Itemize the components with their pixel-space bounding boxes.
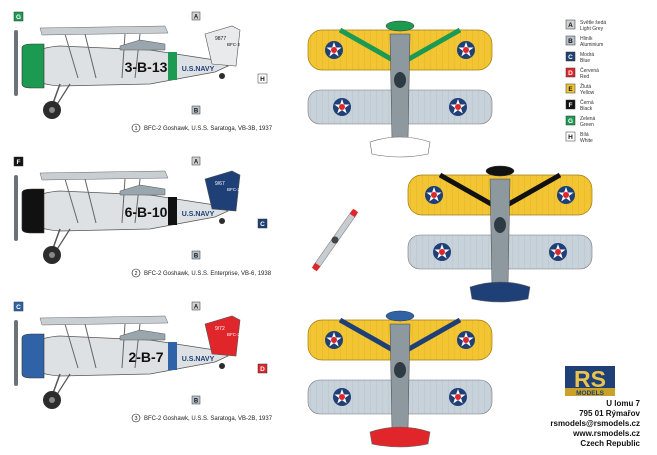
nose-cowling bbox=[21, 188, 45, 234]
svg-text:A: A bbox=[194, 160, 199, 166]
legend-czech: Červená bbox=[580, 67, 599, 74]
tail-model: BFC-2 bbox=[227, 187, 240, 192]
tail-fin bbox=[204, 170, 241, 212]
legend-code: A bbox=[568, 22, 573, 29]
svg-text:F: F bbox=[17, 159, 21, 166]
profile-caption: BFC-2 Goshawk, U.S.S. Saratoga, VB-3B, 1… bbox=[144, 126, 273, 132]
profile-caption: BFC-2 Goshawk, U.S.S. Enterprise, VB-6, … bbox=[144, 271, 272, 277]
top-view-2: 10 bbox=[407, 165, 593, 303]
logo-word: MODELS bbox=[576, 390, 604, 397]
top-view-3: 7 bbox=[307, 310, 493, 448]
fuselage-marking: 3-B-13 bbox=[125, 59, 168, 75]
fuselage-marking: 6-B-10 bbox=[125, 204, 168, 220]
svg-text:C: C bbox=[16, 304, 21, 311]
rs-models-logo: RS MODELS bbox=[565, 366, 615, 397]
legend-code: D bbox=[568, 70, 573, 77]
nose-cowling bbox=[21, 43, 45, 89]
profile-number: 3 bbox=[134, 416, 137, 422]
tail-color-code: D bbox=[257, 363, 268, 374]
tail-model: BFC-2 bbox=[227, 332, 240, 337]
legend-english: Aluminium bbox=[580, 42, 603, 48]
nose-color-code: G bbox=[13, 11, 24, 22]
svg-text:B: B bbox=[194, 399, 199, 405]
legend-czech: Světle šedá bbox=[580, 20, 606, 26]
navy-lettering: U.S.NAVY bbox=[182, 211, 215, 218]
legend-czech: Bílá bbox=[580, 132, 589, 138]
legend-english: Blue bbox=[580, 58, 590, 64]
svg-text:C: C bbox=[260, 221, 265, 228]
tail-serial: 9/67 bbox=[215, 181, 225, 187]
tail-color-code: C bbox=[257, 218, 268, 229]
legend-english: Light Grey bbox=[580, 26, 604, 32]
svg-text:D: D bbox=[260, 366, 265, 373]
svg-text:A: A bbox=[194, 15, 199, 21]
legend-code: C bbox=[568, 54, 573, 61]
top-view-1: 13 bbox=[307, 20, 493, 158]
tail-serial: 9/72 bbox=[215, 326, 225, 332]
legend-code: F bbox=[569, 102, 573, 109]
legend-czech: Hliník bbox=[580, 36, 593, 42]
legend-code: H bbox=[568, 134, 573, 141]
legend-czech: Zelená bbox=[580, 116, 596, 122]
propeller-detail bbox=[311, 208, 359, 272]
profile-number: 1 bbox=[134, 126, 137, 132]
address-website: www.rsmodels.cz bbox=[572, 429, 640, 438]
address-street: U lomu 7 bbox=[606, 399, 640, 408]
navy-lettering: U.S.NAVY bbox=[182, 356, 215, 363]
legend-english: Green bbox=[580, 122, 594, 128]
legend-english: Red bbox=[580, 74, 589, 80]
address-country: Czech Republic bbox=[580, 439, 640, 448]
address-email: rsmodels@rsmodels.cz bbox=[550, 419, 640, 428]
navy-lettering: U.S.NAVY bbox=[182, 66, 215, 73]
fuselage-band bbox=[168, 197, 177, 225]
svg-text:A: A bbox=[194, 305, 199, 311]
profile-caption: BFC-2 Goshawk, U.S.S. Saratoga, VB-2B, 1… bbox=[144, 416, 273, 422]
fuselage-marking: 2-B-7 bbox=[128, 349, 163, 365]
legend-czech: Modrá bbox=[580, 52, 594, 58]
legend-english: White bbox=[580, 138, 593, 144]
legend-english: Black bbox=[580, 106, 593, 112]
legend-english: Yellow bbox=[580, 90, 595, 96]
nose-color-code: C bbox=[13, 301, 24, 312]
fuselage-band bbox=[168, 342, 177, 370]
nose-cowling bbox=[21, 333, 45, 379]
svg-text:G: G bbox=[16, 14, 21, 21]
legend-code: E bbox=[568, 86, 573, 93]
tail-color-code: H bbox=[257, 73, 268, 84]
address-city: 795 01 Rýmařov bbox=[579, 409, 640, 418]
address-block: U lomu 7 795 01 Rýmařov rsmodels@rsmodel… bbox=[550, 399, 640, 448]
fuselage-band bbox=[168, 52, 177, 80]
tail-serial: 9877 bbox=[215, 36, 226, 42]
nose-color-code: F bbox=[13, 156, 24, 167]
svg-text:B: B bbox=[194, 254, 199, 260]
legend-code: B bbox=[568, 38, 573, 45]
profile-number: 2 bbox=[134, 271, 137, 277]
legend-czech: Žlutá bbox=[580, 82, 591, 90]
legend-code: G bbox=[568, 118, 573, 125]
tail-model: BFC-2 bbox=[227, 42, 240, 47]
legend-czech: Černá bbox=[580, 99, 594, 106]
svg-text:H: H bbox=[260, 76, 265, 83]
logo-letters: RS bbox=[574, 366, 606, 392]
svg-text:B: B bbox=[194, 109, 199, 115]
tail-fin bbox=[204, 315, 241, 357]
tail-fin bbox=[204, 25, 241, 67]
